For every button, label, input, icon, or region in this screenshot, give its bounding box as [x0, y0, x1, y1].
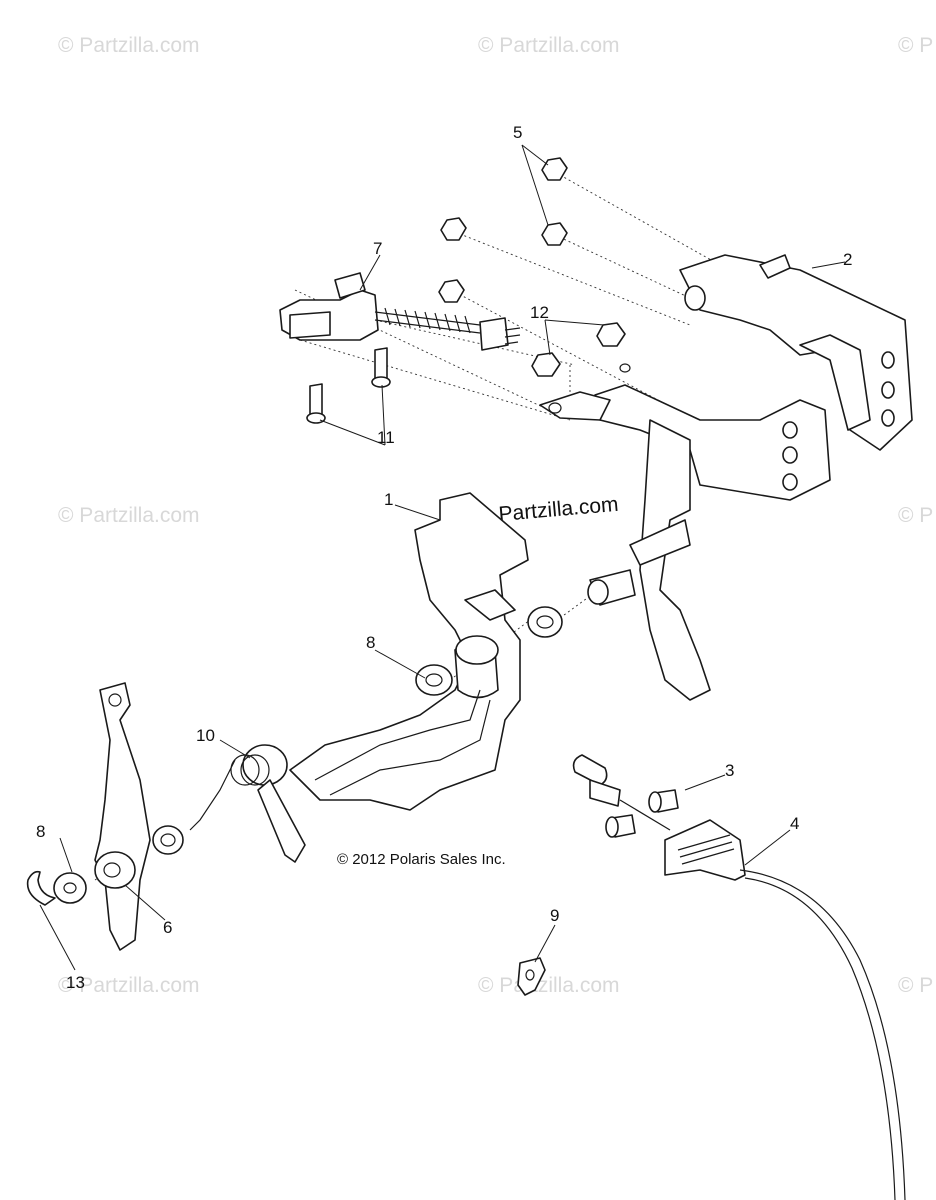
cable-part-4 [572, 754, 906, 1200]
watermark-partial: © P [898, 504, 933, 527]
washer-part-8-lower [53, 872, 87, 904]
watermark: © Partzilla.com [58, 974, 200, 997]
main-bracket-part-2 [539, 254, 913, 701]
callout-8-lower: 8 [36, 822, 45, 841]
switch-assembly-part-7 [279, 272, 521, 351]
callout-3: 3 [725, 761, 734, 780]
callout-8-upper: 8 [366, 633, 375, 652]
pins-part-11 [306, 347, 391, 424]
callout-2: 2 [843, 250, 852, 269]
copyright-notice: © 2012 Polaris Sales Inc. [337, 851, 506, 868]
callout-7: 7 [373, 239, 382, 258]
callout-1: 1 [384, 490, 393, 509]
bushing-part-8-upper [415, 664, 453, 696]
watermark: © Partzilla.com [478, 34, 620, 57]
callout-13: 13 [66, 973, 85, 992]
callout-12: 12 [530, 303, 549, 322]
bushing-near-pivot [527, 606, 563, 638]
watermark: © Partzilla.com [58, 504, 200, 527]
clip-part-9 [517, 957, 546, 996]
callout-10: 10 [196, 726, 215, 745]
spring-part-10 [189, 744, 306, 863]
nuts-part-12 [531, 322, 626, 377]
callout-4: 4 [790, 814, 799, 833]
pedal-arm-part-1 [289, 492, 529, 811]
pins-part-3 [605, 789, 679, 838]
nuts-part-5 [438, 157, 568, 303]
callout-9: 9 [550, 906, 559, 925]
watermark: © Partzilla.com [58, 34, 200, 57]
watermark: © Partzilla.com [478, 974, 620, 997]
watermark-partial: © P [898, 974, 933, 997]
leader-lines [39, 144, 846, 971]
watermark-partial: © P [898, 34, 933, 57]
callout-11: 11 [377, 428, 395, 447]
e-clip-part-13 [26, 870, 56, 906]
bushing-near-lever [152, 825, 184, 855]
callout-5: 5 [513, 123, 522, 142]
callout-6: 6 [163, 918, 172, 937]
lever-part-6 [94, 682, 151, 951]
